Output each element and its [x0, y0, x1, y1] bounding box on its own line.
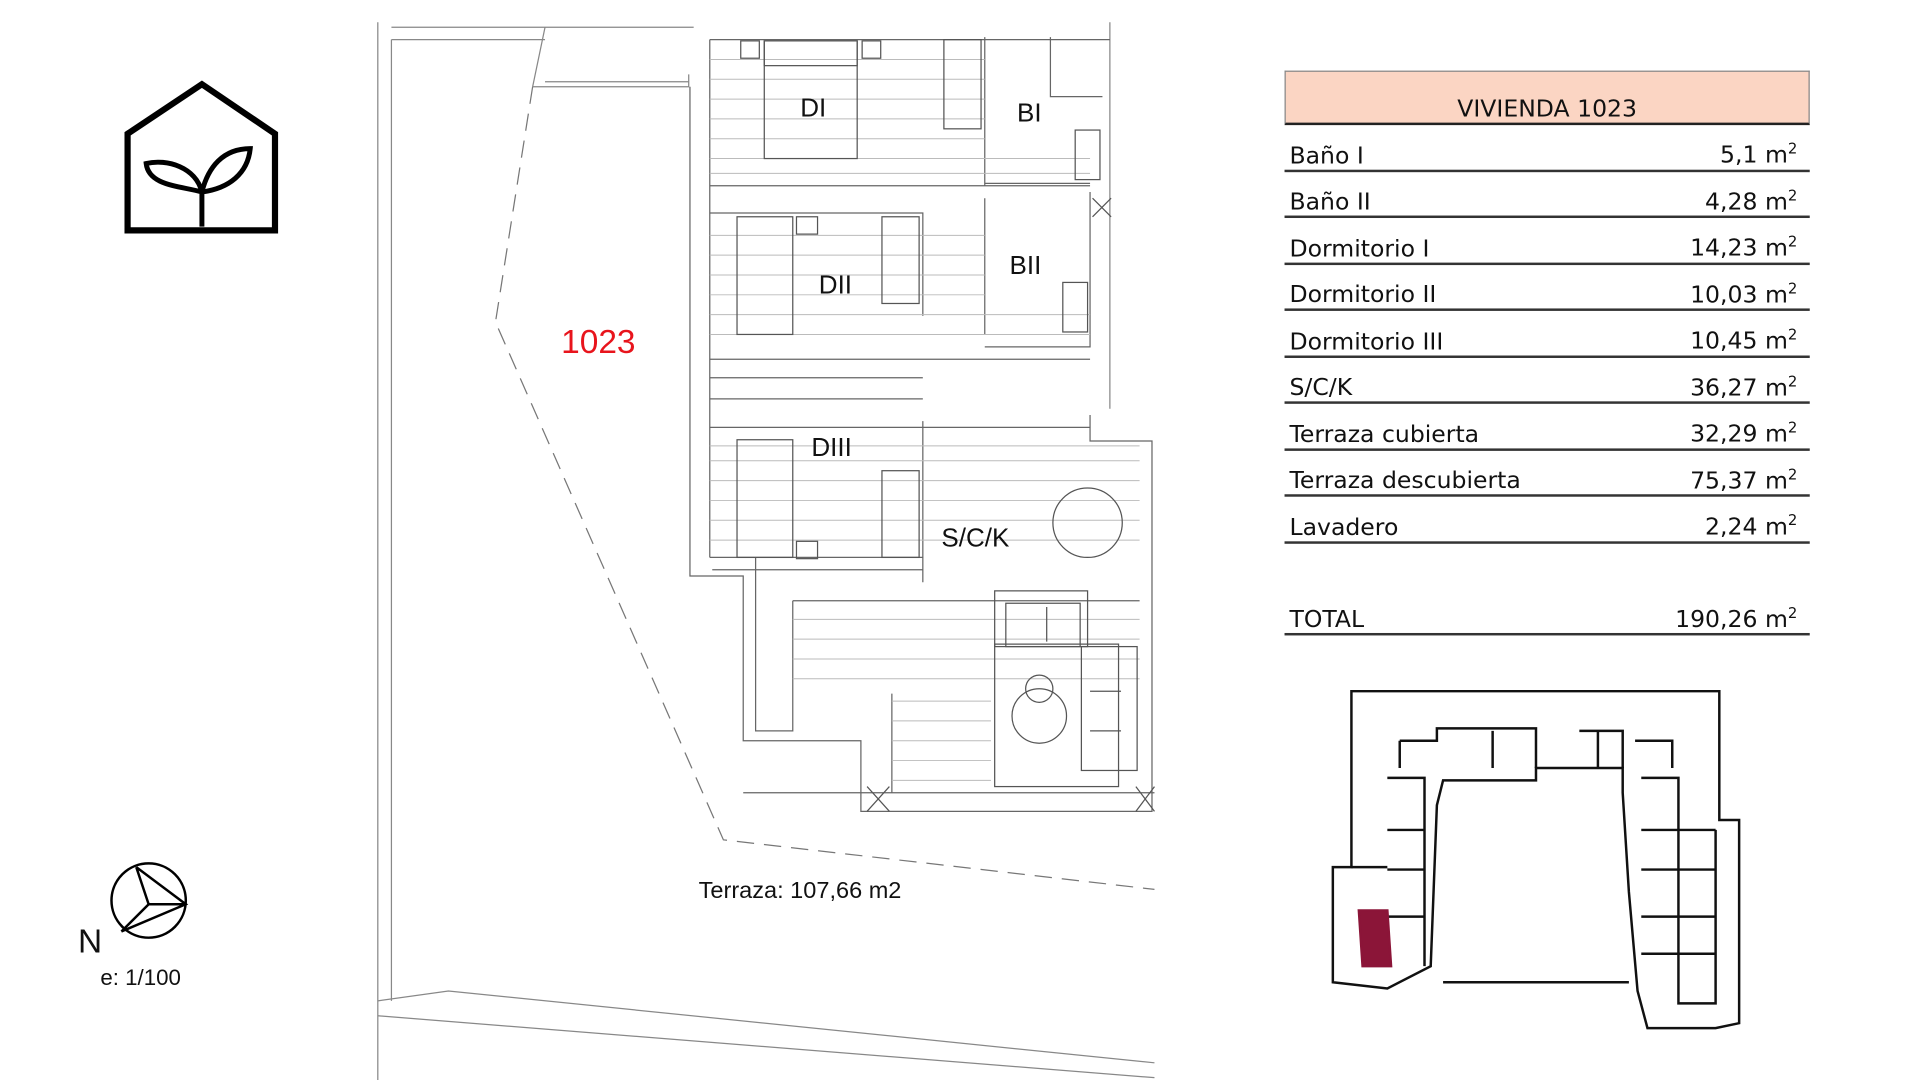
room-area: 10,45 m2 — [1690, 325, 1798, 355]
room-area: 2,24 m2 — [1705, 511, 1798, 541]
total-name: TOTAL — [1289, 605, 1365, 633]
room-area: 36,27 m2 — [1690, 372, 1798, 402]
north-label: N — [78, 922, 103, 960]
eco-house-logo-icon — [124, 80, 279, 234]
key-plan — [1331, 689, 1741, 1030]
unit-number-label: 1023 — [561, 323, 636, 361]
area-row: Terraza descubierta 75,37 m2 — [1284, 450, 1810, 497]
room-name: Dormitorio III — [1289, 327, 1444, 355]
room-area: 75,37 m2 — [1690, 465, 1798, 495]
terrace-boundary-dashed — [494, 86, 1155, 891]
unit-highlight — [1357, 909, 1393, 968]
room-name: Dormitorio I — [1289, 234, 1430, 262]
north-compass-icon — [110, 862, 189, 939]
room-label-d3: DIII — [811, 433, 852, 463]
total-value: 190,26 m2 — [1675, 604, 1798, 633]
room-name: S/C/K — [1289, 374, 1353, 402]
room-label-d2: DII — [818, 271, 853, 300]
area-row: Dormitorio III 10,45 m2 — [1284, 311, 1810, 358]
room-name: Baño II — [1289, 188, 1371, 216]
unit-walls — [689, 37, 1155, 812]
furniture — [736, 39, 1155, 812]
room-area: 4,28 m2 — [1705, 186, 1798, 216]
area-row: Terraza cubierta 32,29 m2 — [1284, 404, 1810, 451]
scale-label: e: 1/100 — [100, 964, 181, 990]
area-row: Lavadero 2,24 m2 — [1284, 497, 1810, 544]
room-name: Baño I — [1289, 141, 1364, 170]
room-name: Lavadero — [1289, 513, 1399, 541]
room-name: Dormitorio II — [1289, 281, 1437, 309]
area-total-row: TOTAL 190,26 m2 — [1284, 589, 1810, 636]
area-row: Baño II 4,28 m2 — [1284, 172, 1810, 219]
floor-boards — [709, 58, 1140, 781]
room-area: 10,03 m2 — [1690, 279, 1798, 309]
room-name: Terraza descubierta — [1289, 466, 1521, 495]
room-label-d1: DI — [800, 94, 827, 123]
terrace-area-label: Terraza: 107,66 m2 — [698, 878, 902, 905]
room-name: Terraza cubierta — [1289, 420, 1480, 448]
room-label-sck: S/C/K — [941, 523, 1010, 553]
room-area: 32,29 m2 — [1690, 418, 1798, 448]
area-table-title: VIVIENDA 1023 — [1284, 70, 1810, 126]
area-row: Dormitorio II 10,03 m2 — [1284, 264, 1810, 311]
area-table: VIVIENDA 1023 Baño I 5,1 m2 Baño II 4,28 m2… — [1284, 70, 1810, 636]
area-row: Dormitorio I 14,23 m2 — [1284, 218, 1810, 265]
room-label-b1: BI — [1016, 99, 1042, 128]
room-area: 14,23 m2 — [1690, 233, 1798, 262]
room-label-b2: BII — [1009, 251, 1042, 280]
room-area: 5,1 m2 — [1720, 140, 1798, 170]
area-row: Baño I 5,1 m2 — [1284, 125, 1810, 172]
lot-boundary — [377, 22, 1155, 1080]
area-row: S/C/K 36,27 m2 — [1284, 357, 1810, 404]
